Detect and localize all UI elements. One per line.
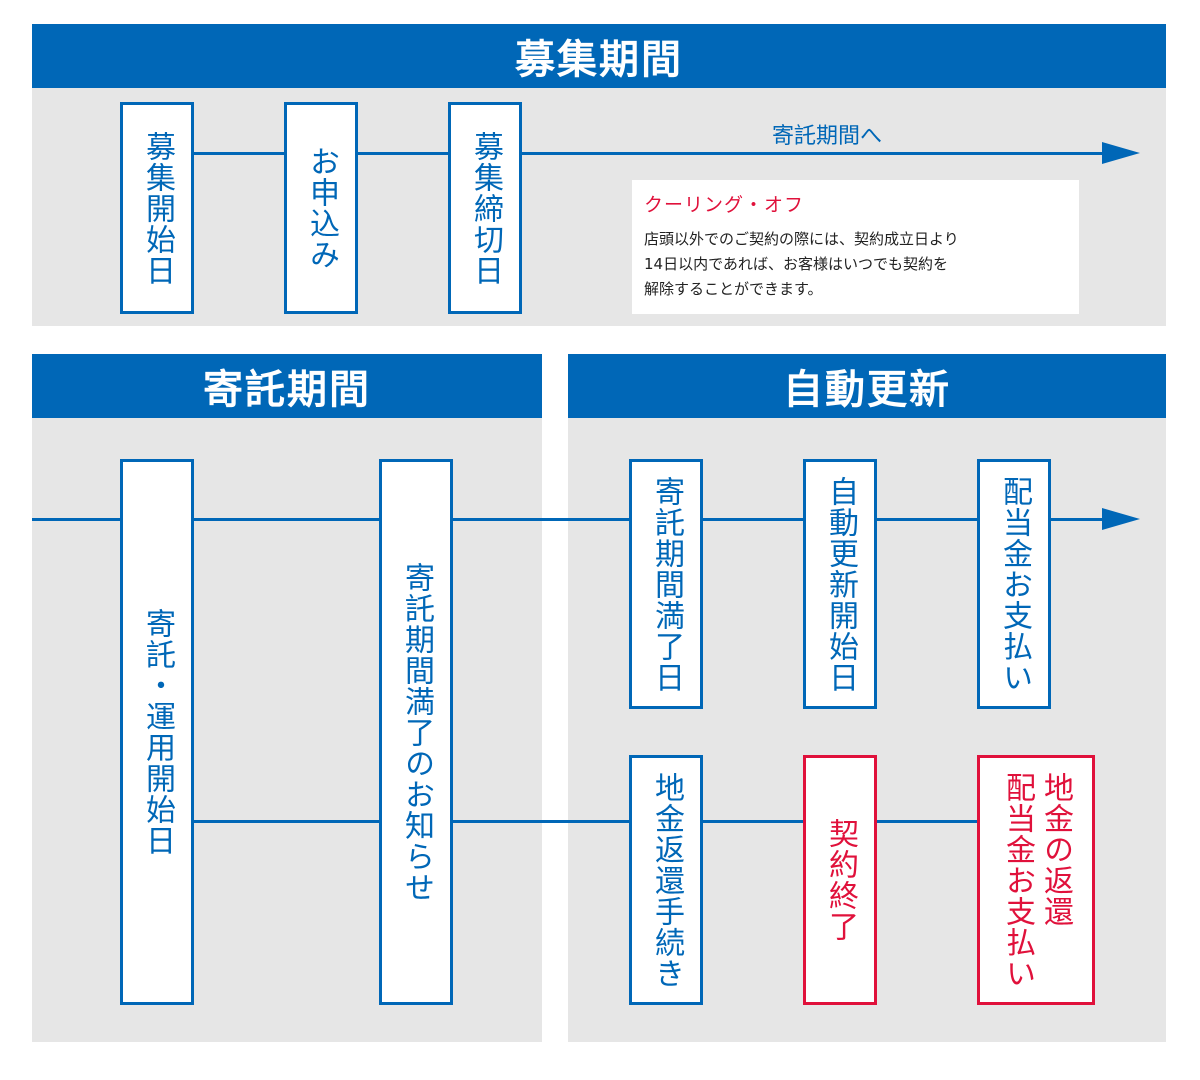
step-label: 配当金お支払い [997, 475, 1032, 693]
renewal-header: 自動更新 [568, 354, 1166, 418]
main-timeline [32, 518, 1112, 521]
step-recruitment-deadline: 募集締切日 [448, 102, 522, 314]
step-label: 寄託期間満了日 [649, 475, 684, 693]
recruitment-arrowhead [1102, 142, 1140, 164]
step-label: 募集開始日 [140, 130, 175, 286]
deposit-panel [32, 418, 542, 1042]
cooling-off-body: 店頭以外でのご契約の際には、契約成立日より 14日以内であれば、お客様はいつでも… [644, 227, 1067, 302]
step-bullion-return-procedure: 地金返還手続き [629, 755, 703, 1005]
cooling-off-note: クーリング・オフ 店頭以外でのご契約の際には、契約成立日より 14日以内であれば… [632, 180, 1079, 314]
step-contract-end: 契約終了 [803, 755, 877, 1005]
to-deposit-label: 寄託期間へ [772, 124, 883, 149]
cooling-off-line: 14日以内であれば、お客様はいつでも契約を [644, 255, 948, 273]
step-deposit-expiry: 寄託期間満了日 [629, 459, 703, 709]
step-label: 自動更新開始日 [823, 475, 858, 693]
step-expiry-notice: 寄託期間満了のお知らせ [379, 459, 453, 1005]
end-timeline [192, 820, 982, 823]
step-dividend-payment: 配当金お支払い [977, 459, 1051, 709]
main-arrowhead [1102, 508, 1140, 530]
step-application: お申込み [284, 102, 358, 314]
step-label: お申込み [304, 146, 339, 270]
cooling-off-title: クーリング・オフ [644, 194, 805, 216]
cooling-off-line: 店頭以外でのご契約の際には、契約成立日より [644, 230, 959, 248]
step-label: 募集締切日 [468, 130, 503, 286]
recruitment-header: 募集期間 [32, 24, 1166, 88]
recruitment-timeline [192, 152, 1112, 155]
step-bullion-return-and-dividend: 地金の返還 配当金お支払い [977, 755, 1095, 1005]
step-label: 寄託・運用開始日 [140, 608, 175, 856]
step-label: 地金返還手続き [649, 771, 684, 989]
step-label: 寄託期間満了のお知らせ [399, 561, 434, 903]
step-label: 契約終了 [823, 818, 858, 942]
cooling-off-line: 解除することができます。 [644, 280, 823, 298]
step-renewal-start: 自動更新開始日 [803, 459, 877, 709]
step-label: 地金の返還 配当金お支払い [1000, 771, 1073, 989]
step-recruitment-start: 募集開始日 [120, 102, 194, 314]
deposit-header: 寄託期間 [32, 354, 542, 418]
step-deposit-start: 寄託・運用開始日 [120, 459, 194, 1005]
